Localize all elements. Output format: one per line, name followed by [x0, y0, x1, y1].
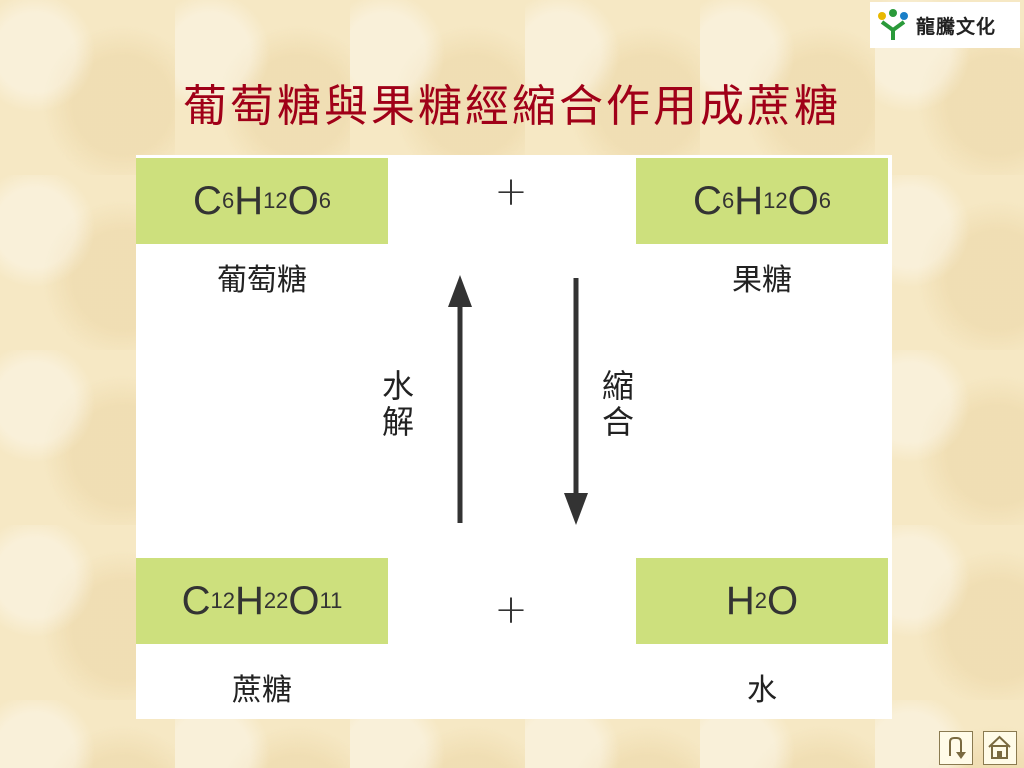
label-fructose: 果糖 [732, 263, 792, 298]
return-icon [949, 737, 966, 759]
formula-element: H [734, 178, 764, 223]
formula-subscript: 6 [318, 188, 331, 213]
formula-subscript: 6 [221, 188, 235, 213]
formula-element: H [235, 578, 264, 623]
home-icon [988, 735, 1011, 759]
reaction-arrows [448, 275, 588, 525]
label-condensation-char: 合 [601, 403, 634, 441]
formula-element: H [725, 578, 755, 623]
label-hydrolysis-char: 水 [381, 367, 414, 405]
formula-subscript: 12 [763, 188, 788, 213]
formula-element: O [767, 578, 799, 623]
label-water: 水 [747, 673, 777, 708]
label-hydrolysis: 水 解 [378, 368, 418, 440]
formula-subscript: 6 [721, 188, 735, 213]
plus-sign-bottom: + [494, 587, 528, 633]
down-arrow-icon [564, 278, 588, 525]
formula-subscript: 11 [319, 588, 343, 613]
home-button[interactable] [983, 731, 1017, 765]
formula-element: C [181, 578, 211, 623]
logo: 龍騰文化 [870, 2, 1020, 48]
formula-element: C [693, 178, 722, 223]
formula-element: O [787, 178, 819, 223]
logo-text: 龍騰文化 [916, 15, 997, 38]
label-sucrose: 蔗糖 [232, 673, 292, 708]
formula-element: O [288, 578, 320, 623]
up-arrow-icon [448, 275, 472, 523]
logo-mark-icon [878, 9, 908, 40]
label-condensation-char: 縮 [601, 367, 634, 405]
formula-subscript: 6 [818, 188, 831, 213]
formula-element: C [193, 178, 222, 223]
formula-subscript: 22 [263, 588, 289, 613]
formula-subscript: 12 [263, 188, 288, 213]
label-condensation: 縮 合 [598, 368, 638, 440]
formula-subscript: 2 [754, 588, 767, 613]
formula-element: O [287, 178, 319, 223]
label-glucose: 葡萄糖 [217, 263, 307, 298]
page-title: 葡萄糖與果糖經縮合作用成蔗糖 [183, 81, 841, 132]
back-button[interactable] [939, 731, 973, 765]
formula-subscript: 12 [210, 588, 236, 613]
formula-element: H [234, 178, 264, 223]
plus-sign-top: + [494, 169, 528, 215]
label-hydrolysis-char: 解 [381, 403, 414, 441]
